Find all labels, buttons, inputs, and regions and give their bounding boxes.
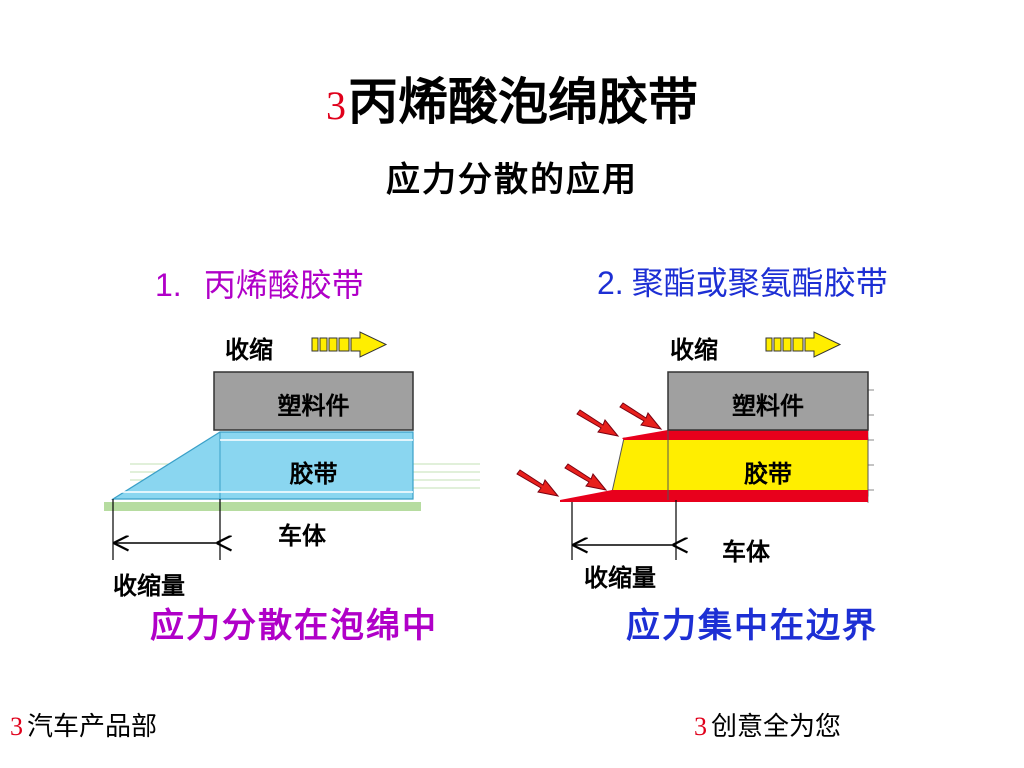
title-number: 3 xyxy=(326,83,346,128)
page-subtitle: 应力分散的应用 xyxy=(386,160,638,200)
right-stress-edge-top xyxy=(622,430,868,440)
footer-right-text: 创意全为您 xyxy=(711,712,842,742)
right-conclusion: 应力集中在边界 xyxy=(626,606,878,646)
right-diagram xyxy=(516,331,874,560)
left-panel-number: 1. xyxy=(155,267,182,303)
left-tape-label: 胶带 xyxy=(289,459,338,488)
right-edge-ticks xyxy=(867,372,874,503)
right-stress-edge-bottom xyxy=(560,490,868,502)
left-car-body xyxy=(104,502,421,511)
right-panel-number: 2. xyxy=(597,265,624,301)
footer-left-number: 3 xyxy=(10,712,23,741)
right-shrink-arrow-icon xyxy=(765,331,842,358)
title-text: 丙烯酸泡绵胶带 xyxy=(348,72,698,131)
left-panel-heading: 1. 丙烯酸胶带 xyxy=(155,260,364,306)
left-shrink-label: 收缩 xyxy=(225,335,273,364)
left-conclusion: 应力分散在泡绵中 xyxy=(150,606,438,646)
stress-arrow-icon xyxy=(576,409,620,437)
footer-right-number: 3 xyxy=(694,712,707,741)
right-panel-heading-text: 聚酯或聚氨酯胶带 xyxy=(631,264,888,302)
left-shrink-arrow-icon xyxy=(311,331,388,358)
left-diagram xyxy=(104,331,480,560)
right-stress-arrows xyxy=(516,402,663,497)
left-plastic-part xyxy=(213,371,414,431)
right-tape-label: 胶带 xyxy=(744,459,792,488)
page-title: 3丙烯酸泡绵胶带 xyxy=(0,62,1024,134)
left-body-label: 车体 xyxy=(278,521,326,550)
right-shrink-label: 收缩 xyxy=(670,335,718,364)
left-acrylic-tape xyxy=(110,431,414,500)
left-plastic-label: 塑料件 xyxy=(277,391,350,420)
left-panel-heading-text: 丙烯酸胶带 xyxy=(203,266,364,304)
right-panel-heading: 2.聚酯或聚氨酯胶带 xyxy=(597,258,888,304)
stress-arrow-icon xyxy=(564,463,608,491)
left-shrink-amount-label: 收缩量 xyxy=(113,571,185,600)
stress-arrow-icon xyxy=(516,469,560,497)
footer-left-text: 汽车产品部 xyxy=(27,712,158,742)
right-body-label: 车体 xyxy=(722,537,770,566)
right-plastic-label: 塑料件 xyxy=(732,391,804,420)
right-shrink-amount-label: 收缩量 xyxy=(584,563,656,592)
right-plastic-part xyxy=(667,371,869,431)
stress-arrow-icon xyxy=(619,402,663,430)
